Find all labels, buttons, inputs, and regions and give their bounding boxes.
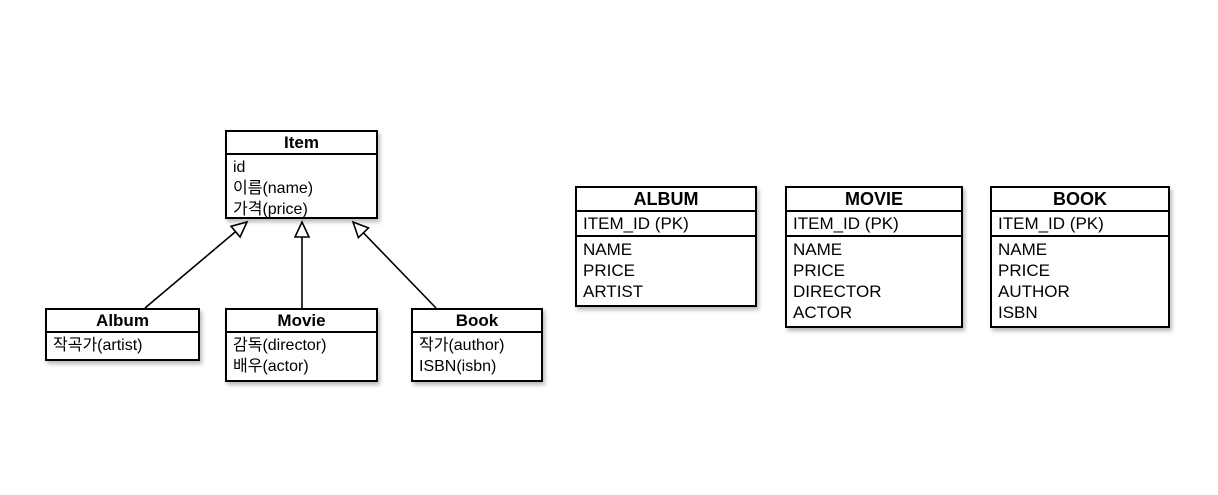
- table-title-book: BOOK: [992, 188, 1168, 212]
- table-box-album: ALBUM ITEM_ID (PK) NAME PRICE ARTIST: [575, 186, 757, 307]
- table-title-movie: MOVIE: [787, 188, 961, 212]
- table-column: PRICE: [793, 261, 845, 280]
- class-field: ISBN(isbn): [419, 358, 497, 375]
- class-fields-movie: 감독(director) 배우(actor): [227, 333, 376, 380]
- class-box-movie: Movie 감독(director) 배우(actor): [225, 308, 378, 382]
- table-pk-book: ITEM_ID (PK): [992, 212, 1168, 237]
- table-pk-movie: ITEM_ID (PK): [787, 212, 961, 237]
- table-title-album: ALBUM: [577, 188, 755, 212]
- table-box-book: BOOK ITEM_ID (PK) NAME PRICE AUTHOR ISBN: [990, 186, 1170, 328]
- class-title-book: Book: [413, 310, 541, 333]
- table-column: NAME: [793, 240, 843, 259]
- table-column: NAME: [998, 240, 1048, 259]
- class-field: 이름(name): [233, 180, 314, 197]
- table-columns-book: NAME PRICE AUTHOR ISBN: [992, 237, 1168, 326]
- table-columns-movie: NAME PRICE DIRECTOR ACTOR: [787, 237, 961, 326]
- table-column: DIRECTOR: [793, 282, 882, 301]
- class-fields-book: 작가(author) ISBN(isbn): [413, 333, 541, 380]
- table-column: NAME: [583, 240, 633, 259]
- table-column: ISBN: [998, 303, 1038, 322]
- inheritance-arrow-book-to-item: [353, 222, 437, 309]
- class-field: 작가(author): [419, 337, 505, 354]
- table-column: AUTHOR: [998, 282, 1070, 301]
- class-field: 배우(actor): [233, 358, 309, 375]
- table-box-movie: MOVIE ITEM_ID (PK) NAME PRICE DIRECTOR A…: [785, 186, 963, 328]
- table-column: PRICE: [583, 261, 635, 280]
- table-column: ARTIST: [583, 282, 644, 301]
- class-field: 가격(price): [233, 201, 308, 218]
- class-field: id: [233, 159, 246, 176]
- class-box-album: Album 작곡가(artist): [45, 308, 200, 361]
- class-box-item: Item id 이름(name) 가격(price): [225, 130, 378, 219]
- table-column: ACTOR: [793, 303, 853, 322]
- class-title-movie: Movie: [227, 310, 376, 333]
- class-field: 작곡가(artist): [53, 337, 143, 354]
- class-field: 감독(director): [233, 337, 327, 354]
- inheritance-arrow-album-to-item: [144, 222, 247, 309]
- class-fields-item: id 이름(name) 가격(price): [227, 155, 376, 223]
- class-box-book: Book 작가(author) ISBN(isbn): [411, 308, 543, 382]
- table-pk-album: ITEM_ID (PK): [577, 212, 755, 237]
- class-title-album: Album: [47, 310, 198, 333]
- table-column: PRICE: [998, 261, 1050, 280]
- table-columns-album: NAME PRICE ARTIST: [577, 237, 755, 305]
- class-title-item: Item: [227, 132, 376, 155]
- class-fields-album: 작곡가(artist): [47, 333, 198, 359]
